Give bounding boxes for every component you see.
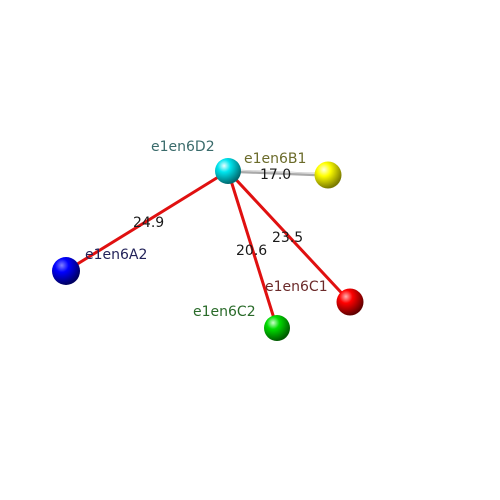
atom-e1en6C2[interactable] — [264, 315, 290, 341]
edge-d2-b1-highlight — [227, 169, 329, 175]
atom-e1en6A2[interactable] — [52, 257, 80, 285]
edge-d2-c1 — [226, 169, 352, 304]
label-e1en6C1: e1en6C1 — [265, 279, 328, 295]
atom-e1en6C1[interactable] — [336, 288, 364, 316]
atom-e1en6D2[interactable] — [215, 158, 241, 184]
distance-d2-b1: 17.0 — [260, 167, 291, 183]
distance-d2-c1: 23.5 — [272, 230, 303, 246]
distance-d2-a2: 24.9 — [133, 215, 164, 231]
edge-d2-b1 — [226, 169, 330, 177]
label-e1en6C2: e1en6C2 — [193, 304, 256, 320]
label-e1en6B1: e1en6B1 — [244, 151, 306, 167]
edge-d2-c2 — [226, 169, 279, 330]
label-e1en6D2: e1en6D2 — [151, 139, 215, 155]
edge-d2-a2 — [64, 169, 230, 273]
atom-e1en6B1[interactable] — [314, 161, 342, 189]
distance-d2-c2: 20.6 — [236, 243, 267, 259]
label-e1en6A2: e1en6A2 — [85, 247, 147, 263]
